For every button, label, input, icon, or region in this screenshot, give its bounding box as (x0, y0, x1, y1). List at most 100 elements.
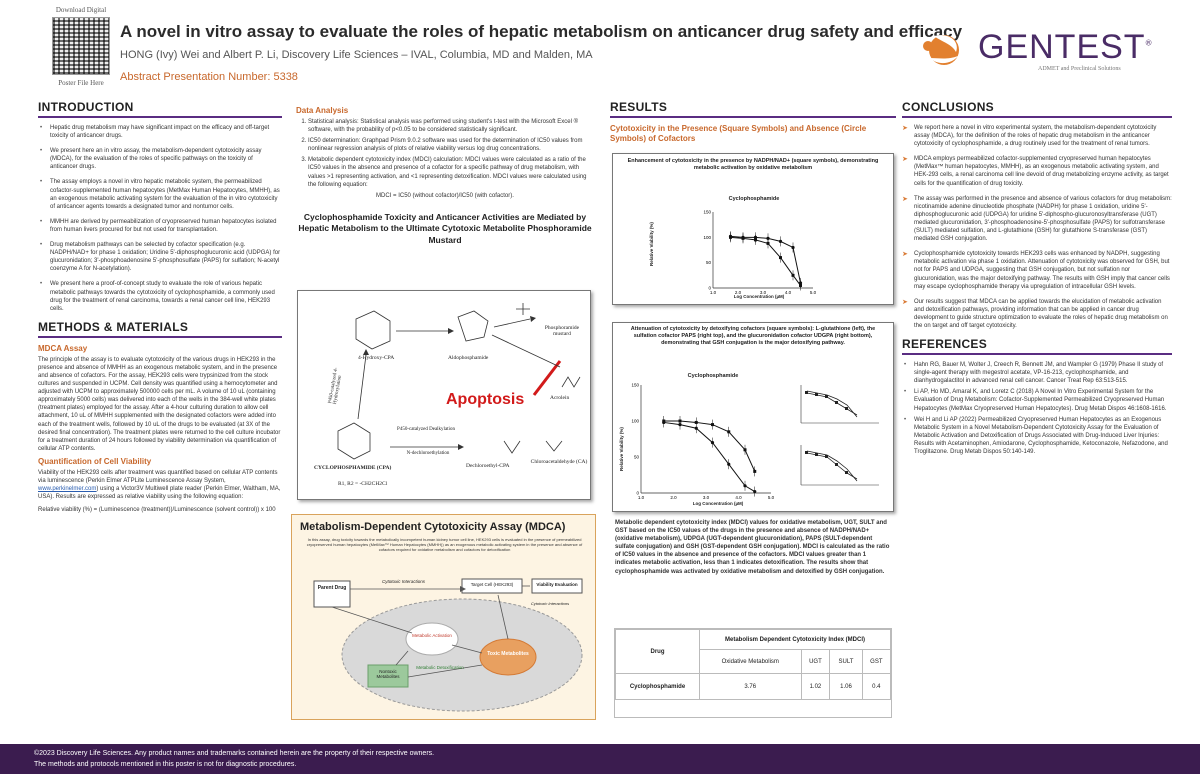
poster-authors: HONG (Ivy) Wei and Albert P. Li, Discove… (120, 49, 593, 61)
p450-dealkylation-label: P450-catalyzed Dealkylation (397, 427, 455, 432)
intro-list: Hepatic drug metabolism may have signifi… (38, 124, 282, 313)
results-heading: RESULTS (610, 100, 896, 118)
y-tick-label: 150 (631, 383, 639, 388)
table-subheader: UGT (800, 649, 831, 674)
pathway-diagram: 4-Hydroxy-CPA Aldophosphamide Phosphoram… (297, 290, 591, 500)
mdca-assay-text: The principle of the assay is to evaluat… (38, 356, 281, 452)
data-point-circle (766, 236, 770, 240)
conclusions-heading: CONCLUSIONS (902, 100, 1172, 118)
poster-header: Download Digital Poster File Here A nove… (0, 0, 1200, 96)
conclusions-list: We report here a novel in vitro experime… (902, 124, 1172, 330)
references-heading: REFERENCES (902, 337, 1172, 356)
y-tick-label: 0 (708, 286, 711, 291)
chloroacetaldehyde-label: Chloroacetaldehyde (CA) (530, 459, 588, 465)
phosphoramide-label: Phosphoramide mustard (544, 325, 580, 337)
poster-footer: ©2023 Discovery Life Sciences. Any produ… (0, 744, 1200, 774)
intro-bullet: Hepatic drug metabolism may have signifi… (38, 124, 282, 140)
x-tick-label: 2.0 (670, 495, 677, 500)
figure-detox-caption: Attenuation of cytotoxicity by detoxifyi… (630, 326, 876, 347)
inset-paps (791, 381, 883, 429)
table-row: Cyclophosphamide 3.76 1.02 1.06 0.4 (615, 673, 892, 700)
data-point-circle (743, 484, 747, 488)
table-cell-value: 1.02 (800, 673, 831, 700)
references-list: Hahn RG, Bauer M, Wolter J, Creech R, Be… (902, 361, 1172, 456)
toxic-metabolites-label: Toxic Metabolites (487, 651, 529, 657)
table-header-mdci: Metabolism Dependent Cytotoxicity Index … (699, 629, 891, 650)
mdci-table: Drug Metabolism Dependent Cytotoxicity I… (615, 629, 892, 700)
data-point-circle (753, 489, 757, 494)
plot-1-xlabel: Log Concentration (µM) (733, 294, 785, 299)
y-tick-label: 50 (634, 455, 640, 460)
mdci-table-wrapper: Drug Metabolism Dependent Cytotoxicity I… (614, 628, 892, 718)
qr-top-caption: Download Digital (55, 6, 107, 14)
data-point-circle (728, 234, 733, 238)
logo-wordmark: GENTEST® (978, 28, 1153, 66)
table-subheader: Oxidative Metabolism (699, 649, 802, 674)
intro-bullet: Drug metabolism pathways can be selected… (38, 241, 282, 273)
aldophosphamide-label: Aldophosphamide (448, 355, 489, 361)
y-tick-label: 50 (706, 260, 712, 265)
logo-swirl-icon (923, 35, 959, 65)
data-analysis-item: IC50 determination: Graphpad Prism 9.0.2… (308, 137, 594, 153)
y-tick-label: 100 (703, 235, 711, 240)
inset-udpga-svg (800, 445, 879, 486)
metabolic-detox-label: Metabolic Detoxification (416, 665, 464, 670)
data-point-circle (694, 426, 698, 430)
data-point-circle (678, 423, 682, 427)
plot-1-title: Cyclophosphamide (728, 196, 780, 202)
reference-item: Li AP, Ho MD, Amaral K, and Loretz C (20… (902, 388, 1172, 412)
data-analysis-item: Statistical analysis: Statistical analys… (308, 118, 594, 134)
nontoxic-metabolites-label: Nontoxic Metabolites (376, 669, 400, 679)
data-point-circle (741, 235, 745, 239)
qr-code[interactable] (52, 17, 110, 75)
column-conclusions: CONCLUSIONS We report here a novel in vi… (902, 100, 1172, 459)
x-tick-label: 3.0 (760, 290, 767, 295)
hydroxy-cpa-label: 4-Hydroxy-CPA (358, 355, 395, 361)
x-tick-label: 1.0 (638, 495, 645, 500)
series-line (663, 421, 756, 492)
data-point-circle (710, 441, 715, 445)
column-results: RESULTS Cytotoxicity in the Presence (Sq… (610, 100, 896, 148)
results-subheading: Cytotoxicity in the Presence (Square Sym… (610, 124, 867, 144)
plot-1-ylabel: Relative Viability (%) (649, 222, 654, 266)
perkinelmer-link[interactable]: www.perkinelmer.com (38, 486, 97, 493)
x-tick-label: 3.0 (703, 495, 710, 500)
metabolic-activation-label: Metabolic Activation (412, 633, 452, 638)
table-header-drug: Drug (615, 629, 700, 674)
x-tick-label: 5.0 (768, 495, 775, 500)
footer-copyright: ©2023 Discovery Life Sciences. Any produ… (34, 750, 435, 757)
parent-drug-label: Parent Drug (317, 585, 347, 591)
mdca-svg (313, 578, 583, 712)
data-analysis-list: Statistical analysis: Statistical analys… (296, 118, 594, 189)
conclusion-bullet: MDCA employs permeabilized cofactor-supp… (902, 155, 1172, 187)
pathway-svg (337, 303, 581, 460)
data-point-circle (778, 239, 783, 243)
x-tick-label: 1.0 (710, 290, 717, 295)
series-line (730, 236, 801, 286)
conclusion-bullet: The assay was performed in the presence … (902, 195, 1172, 244)
inset-udpga (791, 441, 883, 491)
x-tick-label: 5.0 (810, 290, 817, 295)
intro-bullet: MMHH are derived by permeabilization of … (38, 218, 282, 234)
mdca-diagram: Metabolism-Dependent Cytotoxicity Assay … (291, 514, 596, 720)
reference-item: Wei H and Li AP (2022) Permeabilized Cry… (902, 416, 1172, 456)
data-point-square (791, 273, 795, 277)
r-groups-label: R1, R2 = -CH2CH2Cl (338, 481, 388, 487)
figure-detox: Attenuation of cytotoxicity by detoxifyi… (612, 322, 894, 512)
series-line (730, 235, 801, 284)
x-tick-label: 2.0 (735, 290, 742, 295)
intro-bullet: The assay employs a novel in vitro hepat… (38, 178, 282, 210)
target-cell-label: Target Cell (HEK293) (470, 582, 514, 587)
viability-equation: Relative viability (%) = (Luminescence (… (38, 507, 276, 514)
abstract-number: Abstract Presentation Number: 5338 (120, 71, 298, 83)
table-subheader: GST (861, 649, 892, 674)
data-point-square (727, 430, 731, 434)
table-cell-value: 0.4 (861, 673, 892, 700)
dechloroethyl-cpa-label: Dechloroethyl-CPA (466, 463, 510, 469)
quantification-heading: Quantification of Cell Viability (38, 456, 152, 466)
cytotoxic-interactions-label-2: Cytotoxic Interactions (530, 601, 570, 606)
table-cell-value: 3.76 (699, 673, 802, 700)
inset-paps-svg (800, 385, 879, 424)
y-tick-label: 150 (703, 210, 711, 215)
